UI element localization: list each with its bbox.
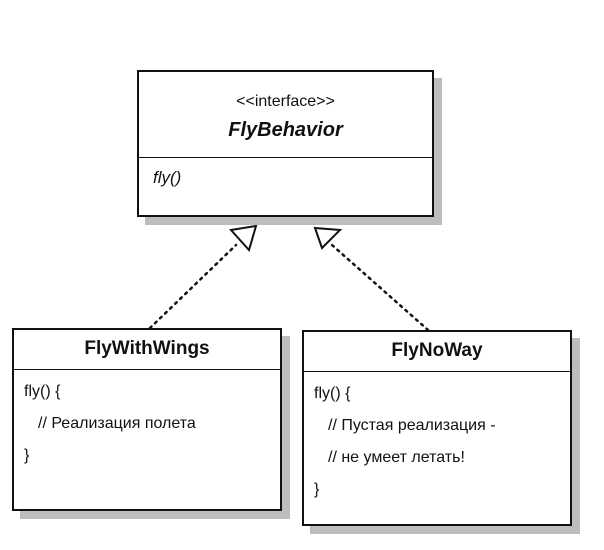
code-line: }: [314, 481, 320, 498]
interface-stereotype: <<interface>>: [236, 93, 335, 110]
code-line: fly() {: [314, 385, 351, 402]
code-line: fly() {: [24, 383, 61, 400]
class-body-flynoway: fly() { // Пустая реализация - // не уме…: [304, 372, 570, 512]
interface-method: fly(): [153, 168, 182, 187]
realization-line-left: [148, 243, 238, 330]
realization-line-right: [330, 243, 430, 332]
code-line: // Реализация полета: [38, 415, 196, 432]
class-name-flywithwings: FlyWithWings: [14, 330, 280, 370]
code-line: }: [24, 447, 30, 464]
realization-arrowhead-left: [229, 224, 258, 253]
class-box-flywithwings: FlyWithWings fly() { // Реализация полет…: [12, 328, 282, 511]
interface-box: <<interface>> FlyBehavior fly(): [137, 70, 434, 217]
code-line: // не умеет летать!: [328, 449, 465, 466]
code-line: // Пустая реализация -: [328, 417, 496, 434]
interface-name: FlyBehavior: [228, 119, 343, 141]
class-box-flynoway: FlyNoWay fly() { // Пустая реализация - …: [302, 330, 572, 526]
interface-methods: fly(): [139, 158, 432, 198]
realization-arrowhead-right: [313, 226, 343, 250]
class-body-flywithwings: fly() { // Реализация полета }: [14, 370, 280, 478]
interface-header: <<interface>> FlyBehavior: [139, 72, 432, 158]
class-name-flynoway: FlyNoWay: [304, 332, 570, 372]
